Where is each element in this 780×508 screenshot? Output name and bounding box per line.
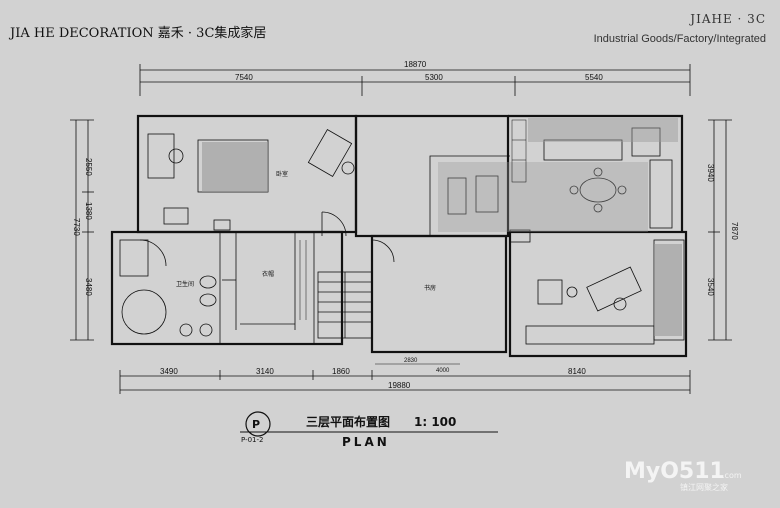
- dim-left-3: 3480: [84, 278, 93, 296]
- room-label-dressing: 衣帽: [262, 270, 274, 278]
- room-label-study: 书房: [424, 284, 436, 292]
- dim-left-2: 1380: [84, 202, 93, 220]
- title-en: PLAN: [342, 435, 390, 449]
- title-symbol: P: [252, 418, 260, 431]
- watermark-logo: MyO511: [624, 459, 725, 484]
- dim-right-1: 3940: [706, 164, 715, 182]
- dim-top-1: 7540: [235, 73, 253, 82]
- title-code: P-01-2: [241, 436, 263, 444]
- brand-tagline: Industrial Goods/Factory/Integrated: [593, 33, 766, 45]
- title-block: P P-01-2 三层平面布置图 1: 100 PLAN: [240, 411, 498, 449]
- room-label-bedroom: 卧室: [276, 170, 288, 178]
- room-label-bathroom: 卫生间: [176, 280, 194, 288]
- dim-left-total: 7730: [72, 218, 81, 236]
- brand-mark: JIAHE · 3C: [690, 12, 766, 26]
- dim-bottom-3: 1860: [332, 367, 350, 376]
- dim-bottom-4: 8140: [568, 367, 586, 376]
- dim-bottom-1: 3490: [160, 367, 178, 376]
- dim-top-2: 5300: [425, 73, 443, 82]
- dim-bottom-2: 3140: [256, 367, 274, 376]
- dim-top-total: 18870: [404, 60, 427, 69]
- dim-bottom-small-2: 4000: [436, 368, 450, 374]
- dim-top-3: 5540: [585, 73, 603, 82]
- watermark: MyO511 .com 镇江网聚之家: [624, 459, 742, 492]
- watermark-domain: .com: [722, 471, 742, 480]
- title-cn: 三层平面布置图: [306, 414, 390, 429]
- dim-right-2: 3540: [706, 278, 715, 296]
- dim-right-total: 7870: [730, 222, 739, 240]
- dim-bottom-small-1: 2830: [404, 358, 418, 364]
- title-scale: 1: 100: [414, 415, 456, 429]
- watermark-subtitle: 镇江网聚之家: [680, 482, 728, 492]
- dim-bottom-total: 19880: [388, 381, 411, 390]
- dim-left-1: 2550: [84, 158, 93, 176]
- brand-title: JIA HE DECORATION 嘉禾 · 3C集成家居: [10, 26, 267, 41]
